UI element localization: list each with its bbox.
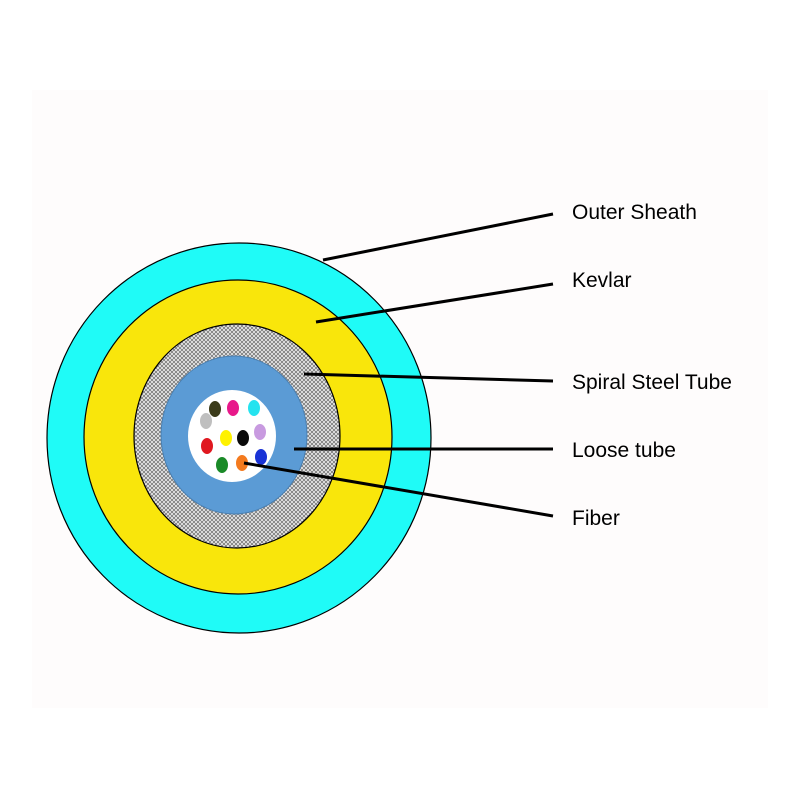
- fiber-strand: [236, 455, 248, 471]
- fiber-strand: [201, 438, 213, 454]
- fiber-bundle: [200, 400, 267, 473]
- fiber-strand: [220, 430, 232, 446]
- fiber-strand: [200, 413, 212, 429]
- spiral-steel-tube-leader: [303, 372, 554, 383]
- kevlar-leader: [315, 282, 554, 324]
- kevlar-label: Kevlar: [572, 269, 632, 292]
- outer-sheath-label: Outer Sheath: [572, 201, 697, 224]
- fiber-strand: [255, 449, 267, 465]
- fiber-strand: [248, 400, 260, 416]
- fiber-strand: [209, 401, 221, 417]
- fiber-strand: [227, 400, 239, 416]
- outer-sheath-leader: [322, 212, 554, 262]
- spiral-steel-tube-label: Spiral Steel Tube: [572, 371, 732, 394]
- fiber-label: Fiber: [572, 507, 620, 530]
- loose-tube-label: Loose tube: [572, 439, 676, 462]
- leader-lines: [243, 212, 554, 518]
- fiber-strand: [216, 457, 228, 473]
- fiber-leader: [243, 461, 554, 518]
- fiber-strand: [237, 430, 249, 446]
- fiber-strand: [254, 424, 266, 440]
